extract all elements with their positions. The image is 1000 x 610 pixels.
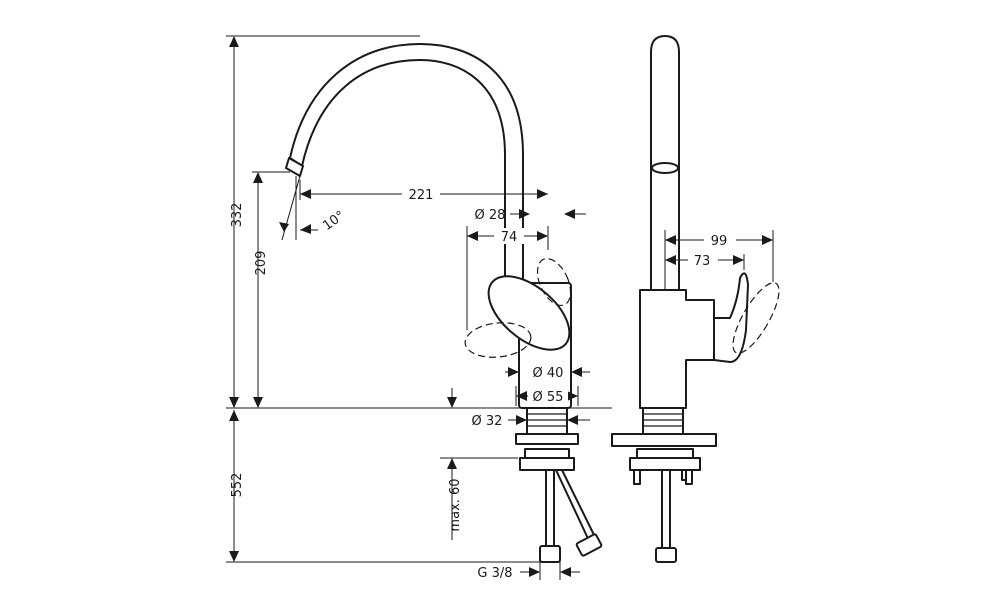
label-99: 99 [711,234,728,249]
front-view [285,43,603,563]
aerator-side [651,162,679,174]
label-221: 221 [409,188,434,203]
label-dia-32: Ø 32 [472,414,503,429]
lever-side-position [732,282,780,354]
label-max-60: max. 60 [448,478,463,531]
label-dia-55: Ø 55 [533,390,564,405]
lever-side [713,272,749,363]
spout [289,43,524,285]
washer [524,448,570,459]
side-view [611,35,780,563]
hose-right [555,469,598,546]
nut [519,457,575,471]
label-10-degrees: 10° [320,208,347,234]
label-332: 332 [230,203,245,228]
hose-left [545,469,555,547]
label-dia-28: Ø 28 [475,208,506,223]
hose-side-left [661,469,671,549]
nut-side [629,457,701,471]
washer-side [636,448,694,459]
body-side [639,289,715,409]
label-73: 73 [694,254,711,269]
label-552: 552 [230,473,245,498]
plate-side [611,433,717,447]
stud-right [685,469,693,485]
label-dia-40: Ø 40 [533,366,564,381]
mounting-plate [515,433,579,445]
label-74: 74 [501,230,518,245]
hose-fitting-right [575,533,603,557]
stud-left [633,469,641,485]
fitting-side [655,547,677,563]
lever-position-left [464,322,532,358]
hose-fitting-left [539,545,561,563]
label-209: 209 [254,251,269,276]
lever-position-up [536,257,572,307]
label-thread: G 3/8 [477,566,512,581]
lever-handle [487,275,571,351]
shank [526,407,568,435]
shank-side [642,407,684,435]
